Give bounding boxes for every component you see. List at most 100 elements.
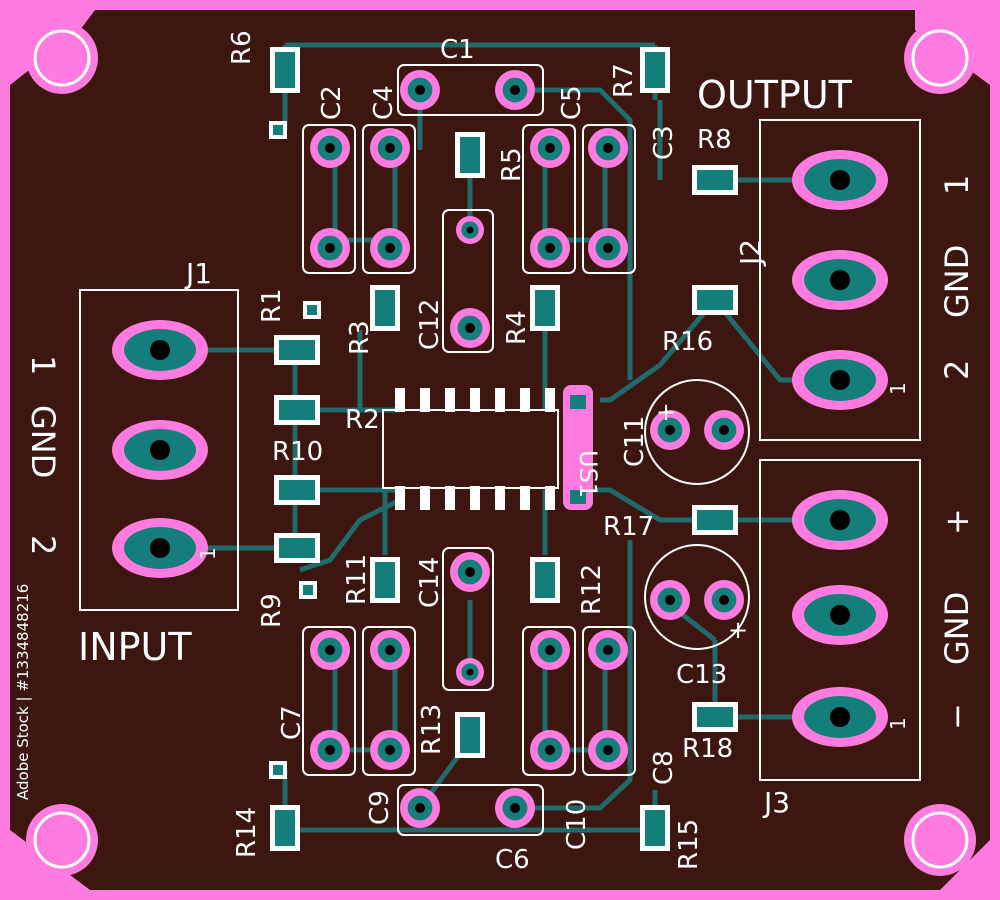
j2-label: J2: [734, 239, 767, 267]
ic-pin: [545, 388, 555, 412]
c12-outline: [442, 209, 494, 353]
copper-trace: [580, 487, 715, 523]
resistor-label-r4: R4: [502, 310, 532, 345]
copper-trace: [299, 497, 402, 573]
ic-pin: [470, 486, 480, 510]
resistor-pad-copper: [645, 52, 665, 88]
th-pad-hole: [385, 243, 395, 253]
th-pad-hole: [545, 745, 555, 755]
resistor-label-r12: R12: [577, 564, 607, 615]
resistor-label-r16: R16: [662, 327, 713, 357]
ic-pin: [520, 486, 530, 510]
resistor-label-r3: R3: [345, 320, 375, 355]
th-pad-hole: [415, 803, 425, 813]
ic-pin: [495, 486, 505, 510]
th-pad-hole: [510, 803, 520, 813]
th-pad-hole: [603, 745, 613, 755]
c6-outline: [397, 784, 544, 836]
th-pad-hole: [603, 143, 613, 153]
resistor-pad-copper: [375, 290, 395, 326]
output-label: OUTPUT: [697, 73, 853, 117]
connector-pad-hole: [830, 605, 850, 625]
resistor-label-r10: R10: [272, 437, 323, 467]
j3-label: J3: [762, 786, 790, 819]
th-pad-hole: [385, 645, 395, 655]
copper-trace: [600, 298, 717, 403]
input-pin-1: 1: [24, 355, 62, 375]
c11-polarity: +: [656, 398, 676, 426]
mounting-hole: [904, 22, 976, 94]
th-pad-hole: [665, 425, 675, 435]
via-copper: [273, 765, 283, 775]
capacitor-label-c14: C14: [415, 557, 445, 608]
us1-pad: [570, 395, 586, 409]
labels: INPUTOUTPUTJ1J2J31GND21GND2+GND−111US1R1…: [24, 30, 976, 875]
c5-outline: [522, 124, 576, 274]
mounting-hole: [26, 804, 98, 876]
c2-outline: [302, 124, 356, 274]
resistor-label-r18: R18: [682, 734, 733, 764]
output-pin-gnd: GND: [938, 245, 976, 318]
th-pad-hole: [385, 745, 395, 755]
mounting-hole-ring: [33, 29, 91, 87]
c4-outline: [362, 124, 416, 274]
j2-pin1-marker: 1: [886, 382, 910, 395]
stock-id-text: Adobe Stock | #1334848216: [14, 584, 32, 800]
capacitor-label-c8: C8: [649, 750, 679, 785]
th-pad-hole: [545, 243, 555, 253]
th-pad-hole: [465, 323, 475, 333]
resistor-label-r15: R15: [674, 819, 704, 870]
c14-outline: [442, 547, 494, 691]
th-pad-hole: [603, 243, 613, 253]
j1-outline: [79, 289, 239, 611]
resistor-label-r13: R13: [417, 704, 447, 755]
resistor-label-r11: R11: [342, 554, 372, 605]
mounting-hole: [904, 804, 976, 876]
j1-label: J1: [184, 257, 212, 290]
th-pad-hole: [415, 85, 425, 95]
ic-pin: [520, 388, 530, 412]
ic-pin: [395, 388, 405, 412]
resistor-pads: [270, 47, 738, 851]
resistor-pad-copper: [279, 538, 315, 558]
resistor-pad-copper: [697, 170, 733, 190]
via-copper: [273, 125, 283, 135]
input-pin-2: 2: [24, 535, 62, 555]
c8-outline: [582, 626, 636, 776]
resistor-pad-copper: [275, 810, 295, 846]
ic-pin: [445, 388, 455, 412]
resistor-label-r7: R7: [609, 63, 639, 98]
th-pad-hole: [545, 645, 555, 655]
via-copper: [307, 305, 317, 315]
resistor-pad-copper: [375, 562, 395, 598]
mounting-hole-ring: [911, 811, 969, 869]
connector-pad-hole: [830, 510, 850, 530]
th-pad-hole: [325, 143, 335, 153]
connector-pad-hole: [150, 538, 170, 558]
input-pin-gnd: GND: [24, 405, 62, 478]
power-pin-minus: −: [938, 703, 976, 730]
resistor-pad-copper: [460, 717, 480, 753]
capacitor-label-c3: C3: [649, 125, 679, 160]
th-pad-hole: [719, 425, 729, 435]
capacitor-label-c11: C11: [620, 416, 650, 467]
c13-polarity: +: [728, 616, 748, 644]
th-pad-hole: [466, 668, 474, 676]
th-pad-hole: [545, 143, 555, 153]
mounting-hole-ring: [911, 29, 969, 87]
connector-pad-hole: [150, 340, 170, 360]
connector-pad-hole: [830, 170, 850, 190]
ic-pin: [420, 388, 430, 412]
c11-outline: [644, 379, 750, 485]
capacitor-label-c13: C13: [676, 660, 727, 690]
ic-pin: [495, 388, 505, 412]
power-pin-gnd: GND: [938, 592, 976, 665]
ic-pin: [470, 388, 480, 412]
resistor-label-r9: R9: [257, 593, 287, 628]
capacitor-label-c6: C6: [495, 845, 530, 875]
c13-outline: [644, 544, 750, 650]
connector-pad-hole: [830, 270, 850, 290]
output-pin-2: 2: [938, 360, 976, 380]
resistor-pad-copper: [279, 340, 315, 360]
th-pad-hole: [603, 645, 613, 655]
